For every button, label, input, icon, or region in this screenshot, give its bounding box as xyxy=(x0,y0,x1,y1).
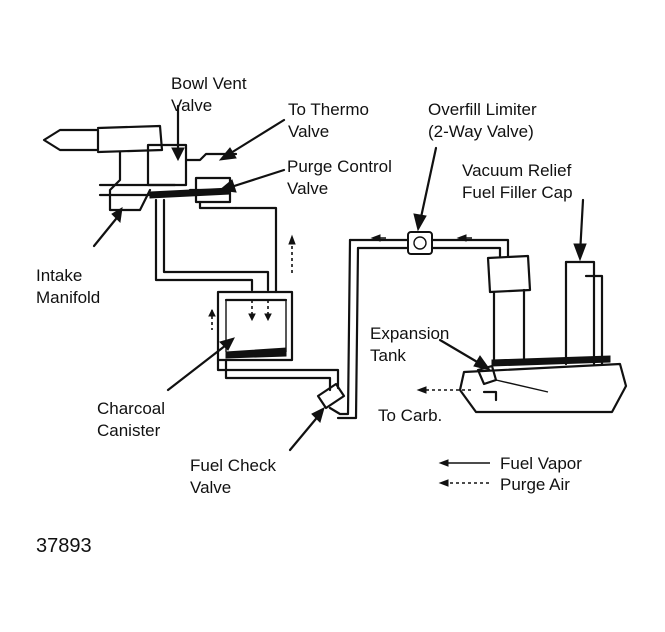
to-carb-label-text: To Carb. xyxy=(378,406,443,425)
to-thermo-valve-label: To Thermo Valve xyxy=(288,99,369,143)
intake-manifold-label: Intake Manifold xyxy=(36,265,100,309)
intake-manifold-label-line2: Manifold xyxy=(36,288,101,307)
intake-manifold-drawing xyxy=(42,124,177,212)
fuel-check-valve-label-line1: Fuel Check xyxy=(190,456,276,475)
expansion-tank-label: Expansion Tank xyxy=(370,323,449,367)
fuel-tank-drawing xyxy=(416,254,628,414)
charcoal-canister-label-line2: Canister xyxy=(97,421,161,440)
intake-manifold-label-line1: Intake xyxy=(36,266,83,285)
charcoal-canister-label-line1: Charcoal xyxy=(97,399,166,418)
fuel-check-valve-label: Fuel Check Valve xyxy=(190,455,276,499)
purge-control-valve-label-line1: Purge Control xyxy=(287,157,392,176)
overfill-limiter-label-line1: Overfill Limiter xyxy=(428,100,537,119)
to-thermo-valve-label-line2: Valve xyxy=(288,122,330,141)
overfill-limiter-drawing xyxy=(370,231,510,258)
expansion-tank-label-line2: Tank xyxy=(370,346,406,365)
legend-fuel-vapor: Fuel Vapor xyxy=(500,453,582,475)
bowl-vent-valve-label-line2: Valve xyxy=(171,96,213,115)
charcoal-canister-drawing xyxy=(208,290,294,362)
to-carb-label: To Carb. xyxy=(378,405,442,427)
vacuum-relief-cap-label-line1: Vacuum Relief xyxy=(462,161,572,180)
canister-lines xyxy=(154,198,296,294)
fuel-check-valve-label-line2: Valve xyxy=(190,478,232,497)
vacuum-relief-cap-label-line2: Fuel Filler Cap xyxy=(462,183,573,202)
figure-number: 37893 xyxy=(36,535,92,557)
charcoal-canister-label: Charcoal Canister xyxy=(97,398,165,442)
bowl-vent-valve-label-line1: Bowl Vent xyxy=(171,74,247,93)
expansion-tank-label-line1: Expansion xyxy=(370,324,450,343)
purge-control-valve-label-line2: Valve xyxy=(287,179,329,198)
vacuum-relief-cap-label: Vacuum Relief Fuel Filler Cap xyxy=(462,160,573,204)
legend-purge-air: Purge Air xyxy=(500,474,570,496)
legend-fuel-vapor-text: Fuel Vapor xyxy=(500,454,582,473)
legend-glyphs xyxy=(438,459,490,487)
fuel-check-valve-drawing xyxy=(316,238,410,420)
purge-control-valve-label: Purge Control Valve xyxy=(287,156,392,200)
overfill-limiter-label: Overfill Limiter (2-Way Valve) xyxy=(428,99,537,143)
to-thermo-valve-label-line1: To Thermo xyxy=(288,100,369,119)
valve-assembly-drawing xyxy=(146,143,238,210)
overfill-limiter-label-line2: (2-Way Valve) xyxy=(428,122,534,141)
bowl-vent-valve-label: Bowl Vent Valve xyxy=(171,73,247,117)
canister-to-check-valve-line xyxy=(216,358,340,392)
leader-arrows xyxy=(92,104,587,452)
legend-purge-air-text: Purge Air xyxy=(500,475,570,494)
